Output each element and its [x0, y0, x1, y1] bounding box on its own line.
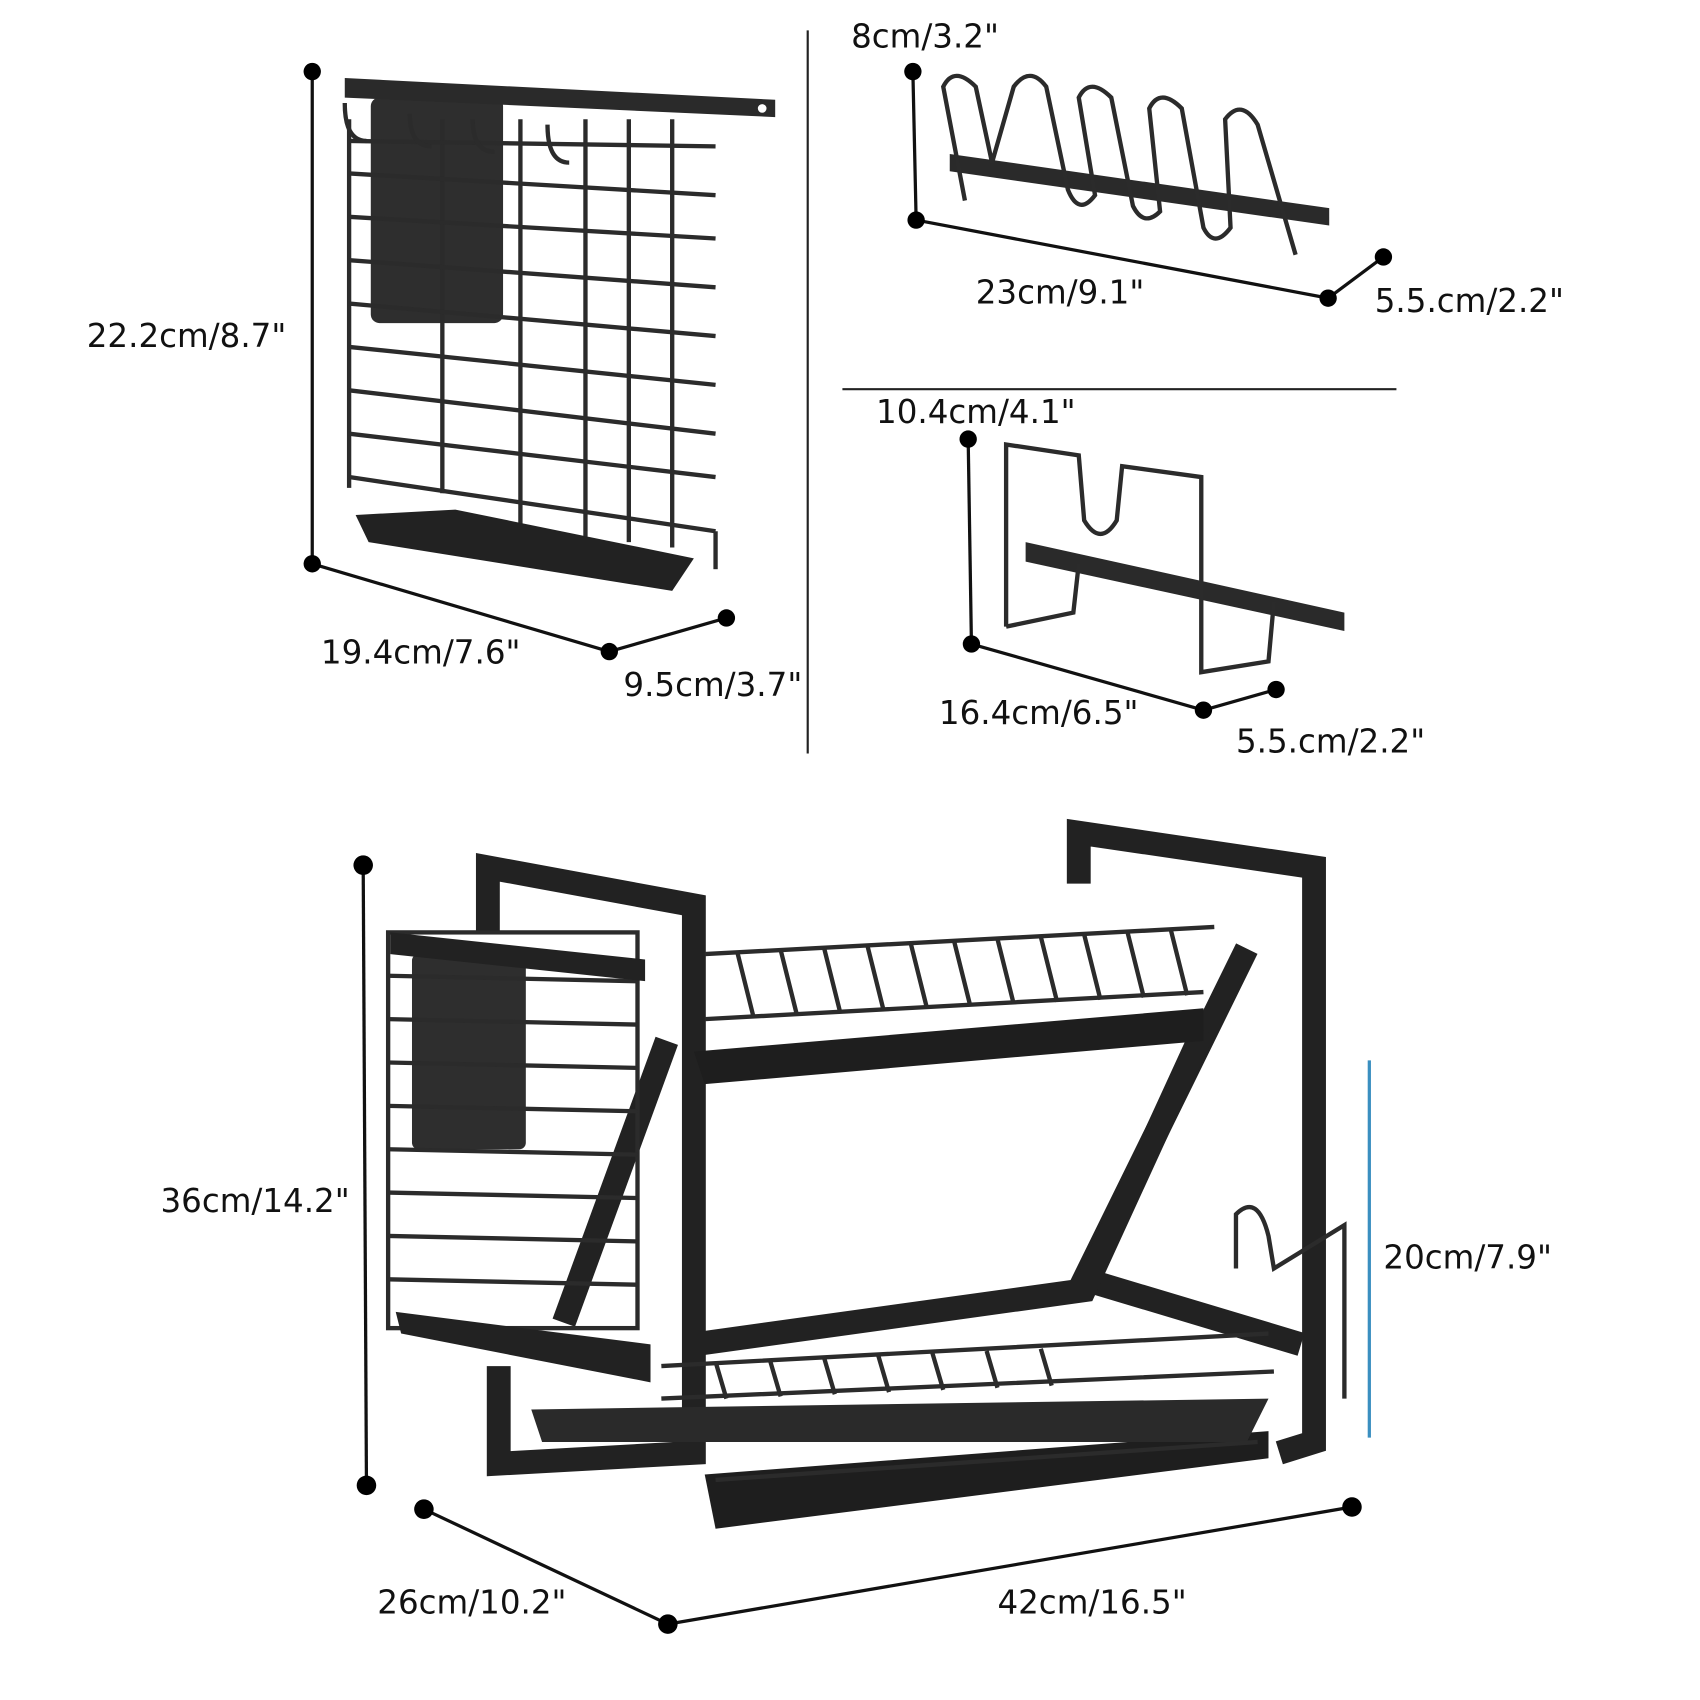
utensil-holder-dimensions	[303, 62, 736, 661]
utensil-holder-illustration	[342, 78, 776, 591]
dish-rack-width-label: 42cm/16.5"	[997, 1583, 1186, 1621]
dish-rack-illustration	[385, 818, 1347, 1529]
lid-holder-illustration	[1003, 441, 1345, 675]
utensil-holder-depth-label: 9.5cm/3.7"	[623, 666, 802, 704]
lid-holder-height-label: 10.4cm/4.1"	[876, 393, 1076, 431]
cup-rack-depth-label: 5.5.cm/2.2"	[1375, 282, 1564, 320]
cup-rack-illustration	[940, 73, 1330, 256]
utensil-holder-height-label: 22.2cm/8.7"	[87, 317, 287, 355]
utensil-holder-width-label: 19.4cm/7.6"	[321, 634, 521, 672]
dish-rack-depth-label: 26cm/10.2"	[377, 1583, 566, 1621]
cup-rack-dimensions	[904, 62, 1393, 307]
dish-rack-height-label: 36cm/14.2"	[160, 1182, 349, 1220]
dish-rack-tier-height-label: 20cm/7.9"	[1383, 1238, 1552, 1276]
lid-holder-dimensions	[959, 430, 1285, 719]
dish-rack-dimensions	[353, 855, 1362, 1634]
cup-rack-height-label: 8cm/3.2"	[851, 18, 999, 56]
lid-holder-width-label: 16.4cm/6.5"	[939, 694, 1139, 732]
cup-rack-width-label: 23cm/9.1"	[976, 274, 1145, 312]
lid-holder-depth-label: 5.5.cm/2.2"	[1236, 722, 1425, 760]
